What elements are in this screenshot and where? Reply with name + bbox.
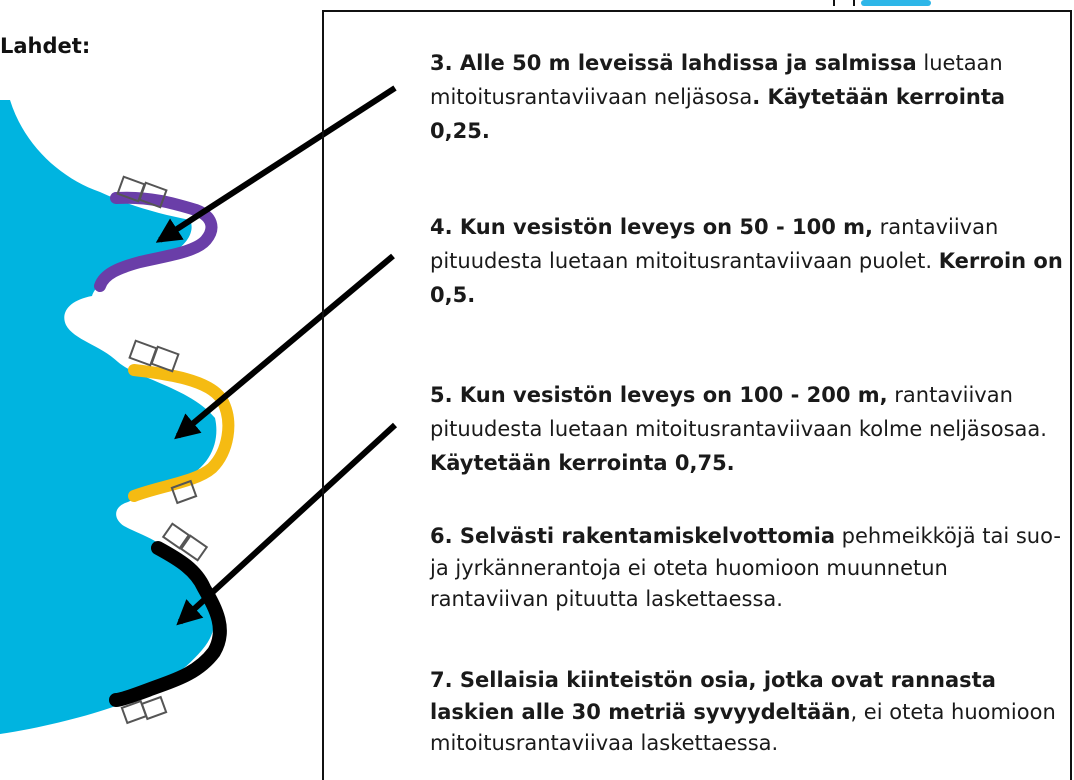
building-icon-3 <box>170 479 198 505</box>
rule-4-text: 4. Kun vesistön leveys on 50 - 100 m, ra… <box>430 210 1070 312</box>
text-run: Käytetään kerrointa 0,75. <box>430 451 735 476</box>
arrow-5 <box>176 422 398 626</box>
arrow-3 <box>155 85 397 243</box>
text-box-frame <box>322 10 1072 780</box>
rule-5-text: 5. Kun vesistön leveys on 100 - 200 m, r… <box>430 378 1070 480</box>
shoreline-diagram <box>0 100 235 734</box>
water-area <box>0 100 217 734</box>
section-heading: Lahdet: <box>0 34 91 58</box>
purple-shoreline <box>94 191 218 292</box>
building-icon-1 <box>116 175 168 209</box>
text-run: , ei oteta huomioon mitoitusrantaviivaa … <box>430 699 1056 756</box>
yellow-shoreline <box>128 364 235 502</box>
building-icon-5 <box>120 695 168 725</box>
text-run: 5. Kun vesistön leveys on 100 - 200 m, <box>430 383 888 407</box>
text-run: rantaviivan pituudesta luetaan mitoitusr… <box>430 215 999 274</box>
text-run: pehmeikköjä tai suo- ja jyrkännerantoja … <box>430 524 1061 611</box>
text-run: 7. Sellaisia kiinteistön osia, jotka ova… <box>430 668 996 724</box>
arrow-4 <box>174 253 395 440</box>
rule-6-text: 6. Selvästi rakentamiskelvottomia pehmei… <box>430 521 1070 616</box>
text-run: Kerroin on 0,5. <box>430 249 1063 308</box>
logo-fragment-icon <box>833 0 931 6</box>
text-run: 4. Kun vesistön leveys on 50 - 100 m, <box>430 215 873 239</box>
text-run: luetaan mitoitusrantaviivaan neljäsosa <box>430 51 1003 110</box>
building-icon-4 <box>161 522 209 562</box>
rule-3-text: 3. Alle 50 m leveissä lahdissa ja salmis… <box>430 46 1070 148</box>
rule-7-text: 7. Sellaisia kiinteistön osia, jotka ova… <box>430 665 1070 760</box>
text-run: 3. Alle 50 m leveissä lahdissa ja salmis… <box>430 51 917 75</box>
black-shoreline <box>109 541 227 707</box>
text-run: 6. Selvästi rakentamiskelvottomia <box>430 524 835 548</box>
text-run: . Käytetään kerrointa 0,25. <box>430 85 1006 144</box>
building-icon-2 <box>128 339 180 373</box>
text-run: rantaviivan pituudesta luetaan mitoitusr… <box>430 383 1047 442</box>
